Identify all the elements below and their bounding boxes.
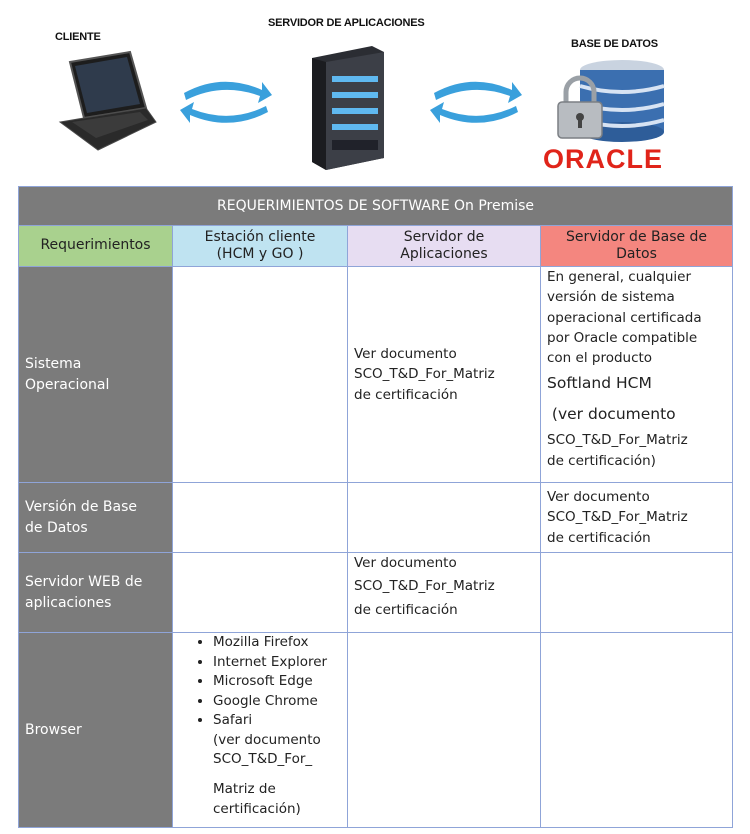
cell-empty [172,266,348,483]
client-label: CLIENTE [55,31,101,43]
database-label: BASE DE DATOS [571,38,658,50]
cell-empty [539,632,734,828]
table-row: Browser Mozilla Firefox Internet Explore… [18,632,734,828]
server-label: SERVIDOR DE APLICACIONES [268,17,425,29]
architecture-diagram: CLIENTE SERVIDOR DE APLICACIONES BASE DE… [0,0,750,185]
list-item: Google Chrome [213,692,341,712]
browser-list: Mozilla Firefox Internet Explorer Micros… [179,633,341,731]
list-item: Mozilla Firefox [213,633,341,653]
list-item: Internet Explorer [213,653,341,673]
sync-arrows-icon [430,81,522,123]
sync-arrows-icon [180,81,272,123]
list-item: Microsoft Edge [213,672,341,692]
oracle-logo: ORACLE [543,144,663,174]
server-tower-icon [312,46,384,170]
header-estacion-cliente: Estación cliente(HCM y GO ) [172,225,348,267]
cell-empty [172,552,348,633]
cell-web-servidor: Ver documento SCO_T&D_For_Matriz de cert… [347,552,541,633]
cell-so-base-datos: En general, cualquier versión de sistema… [539,266,734,483]
diagram-graphics [58,46,665,170]
cell-browser-list: Mozilla Firefox Internet Explorer Micros… [172,632,348,828]
laptop-icon [58,50,157,151]
cell-empty [172,482,348,553]
cell-empty [347,632,541,828]
row-label-browser: Browser [18,632,173,828]
cell-empty [539,552,734,633]
list-item: Safari [213,711,341,731]
database-lock-icon [557,60,665,142]
product-name: Softland HCM [547,374,652,393]
table-title: REQUERIMIENTOS DE SOFTWARE On Premise [17,186,734,226]
header-requerimientos: Requerimientos [18,225,173,267]
requirements-table: REQUERIMIENTOS DE SOFTWARE On Premise Re… [17,186,734,828]
browser-note: (ver documento SCO_T&D_For_ Matriz de ce… [213,731,321,817]
cell-empty [347,482,541,553]
